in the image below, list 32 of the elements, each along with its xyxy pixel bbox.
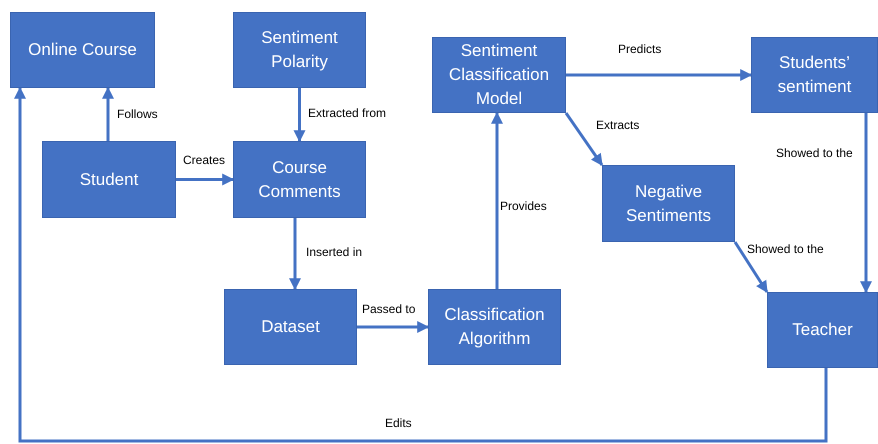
process-box: Students’ sentiment <box>751 37 878 113</box>
process-box: Negative Sentiments <box>602 165 735 242</box>
arrow <box>860 113 872 294</box>
arrow <box>176 174 234 186</box>
arrow <box>491 112 503 289</box>
arrow <box>294 88 306 142</box>
edge-label: Creates <box>182 153 226 167</box>
edge-label: Showed to the <box>746 242 825 256</box>
process-box: Online Course <box>10 12 155 88</box>
edge-label: Edits <box>384 416 413 430</box>
arrow <box>564 112 604 166</box>
process-box: Course Comments <box>233 141 366 218</box>
edge-label: Predicts <box>617 42 662 56</box>
process-box: Teacher <box>767 292 878 368</box>
edge-label: Extracted from <box>307 106 388 120</box>
process-box: Dataset <box>224 289 357 365</box>
edge-label: Showed to the <box>775 146 854 160</box>
edge-label: Follows <box>116 107 159 121</box>
edge-label: Inserted in <box>305 245 364 259</box>
arrow <box>289 218 301 290</box>
edge-label: Provides <box>499 199 548 213</box>
process-box: Sentiment Classification Model <box>432 37 566 113</box>
process-box: Classification Algorithm <box>428 289 561 365</box>
arrow <box>14 86 828 442</box>
arrow <box>102 86 114 141</box>
arrow <box>734 241 768 293</box>
arrow <box>357 321 430 333</box>
process-box: Student <box>42 141 176 218</box>
arrow <box>566 69 752 81</box>
process-box: Sentiment Polarity <box>233 12 366 88</box>
edge-label: Extracts <box>595 118 640 132</box>
edge-label: Passed to <box>361 302 416 316</box>
